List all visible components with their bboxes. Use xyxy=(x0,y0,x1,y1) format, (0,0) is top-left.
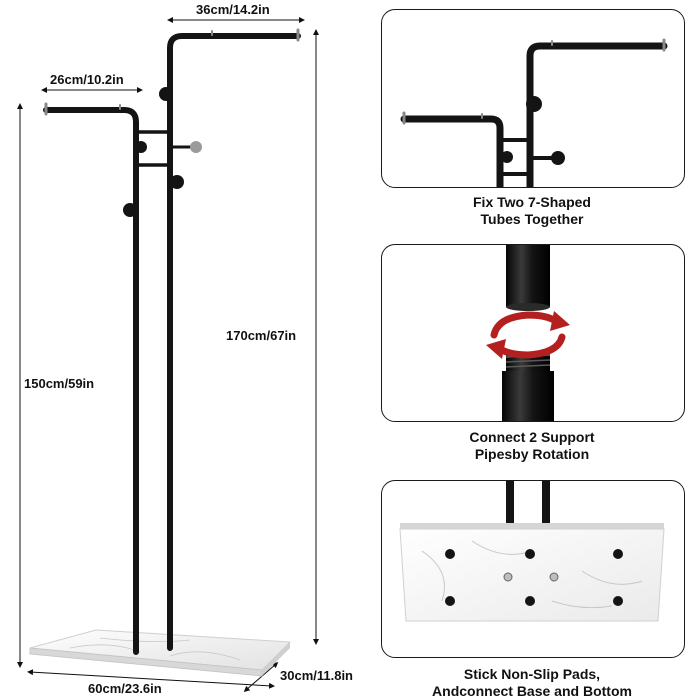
rack-frame xyxy=(43,28,301,655)
hook-knob xyxy=(551,151,565,165)
marble-base xyxy=(29,629,292,677)
base-width-label: 60cm/23.6in xyxy=(88,681,162,696)
hook-knob xyxy=(159,87,173,101)
screw xyxy=(549,572,559,582)
dimension-lines xyxy=(17,17,319,692)
step-panel-base-pads xyxy=(381,480,685,658)
step-panel-fix-tubes xyxy=(381,9,685,188)
hook-knob xyxy=(135,141,147,153)
caption-line: Andconnect Base and Bottom xyxy=(432,683,632,699)
step-caption-fix-tubes: Fix Two 7-Shaped Tubes Together xyxy=(381,194,683,228)
pad xyxy=(613,549,623,559)
step-caption-base-pads: Stick Non-Slip Pads, Andconnect Base and… xyxy=(381,666,683,700)
fix-tubes-illustration xyxy=(400,38,668,187)
base-width-line xyxy=(27,669,275,689)
short-height-label: 150cm/59in xyxy=(24,376,95,391)
hooks xyxy=(123,87,202,217)
pad xyxy=(445,596,455,606)
tall-pole xyxy=(167,33,301,651)
hook-knob xyxy=(170,175,184,189)
caption-line: Stick Non-Slip Pads, xyxy=(463,666,601,682)
caption-line: Tubes Together xyxy=(480,211,584,227)
pad xyxy=(445,549,455,559)
pad xyxy=(525,596,535,606)
left-arm-label: 26cm/10.2in xyxy=(50,72,124,87)
rotation-arrow-icon xyxy=(490,311,566,359)
base-depth-line xyxy=(243,662,279,692)
caption-line: Fix Two 7-Shaped xyxy=(473,194,591,210)
hook-knob xyxy=(190,141,202,153)
connect-pipes-illustration xyxy=(486,245,570,421)
tall-height-label: 170cm/67in xyxy=(226,328,297,343)
coat-rack-illustration xyxy=(17,17,319,692)
caption-line: Connect 2 Support xyxy=(469,429,595,445)
pad xyxy=(525,549,535,559)
short-pole xyxy=(43,107,139,655)
pad xyxy=(613,596,623,606)
step-caption-connect-pipes: Connect 2 Support Pipesby Rotation xyxy=(381,429,683,463)
step-panel-connect-pipes xyxy=(381,244,685,422)
hook-knob xyxy=(501,151,513,163)
non-slip-pads xyxy=(445,549,623,606)
hook-knob xyxy=(526,96,542,112)
top-width-label: 36cm/14.2in xyxy=(196,2,270,17)
base-depth-label: 30cm/11.8in xyxy=(280,668,353,683)
hook-knob xyxy=(123,203,137,217)
base-pads-illustration xyxy=(399,481,665,622)
screw xyxy=(503,572,513,582)
caption-line: Pipesby Rotation xyxy=(474,446,590,462)
